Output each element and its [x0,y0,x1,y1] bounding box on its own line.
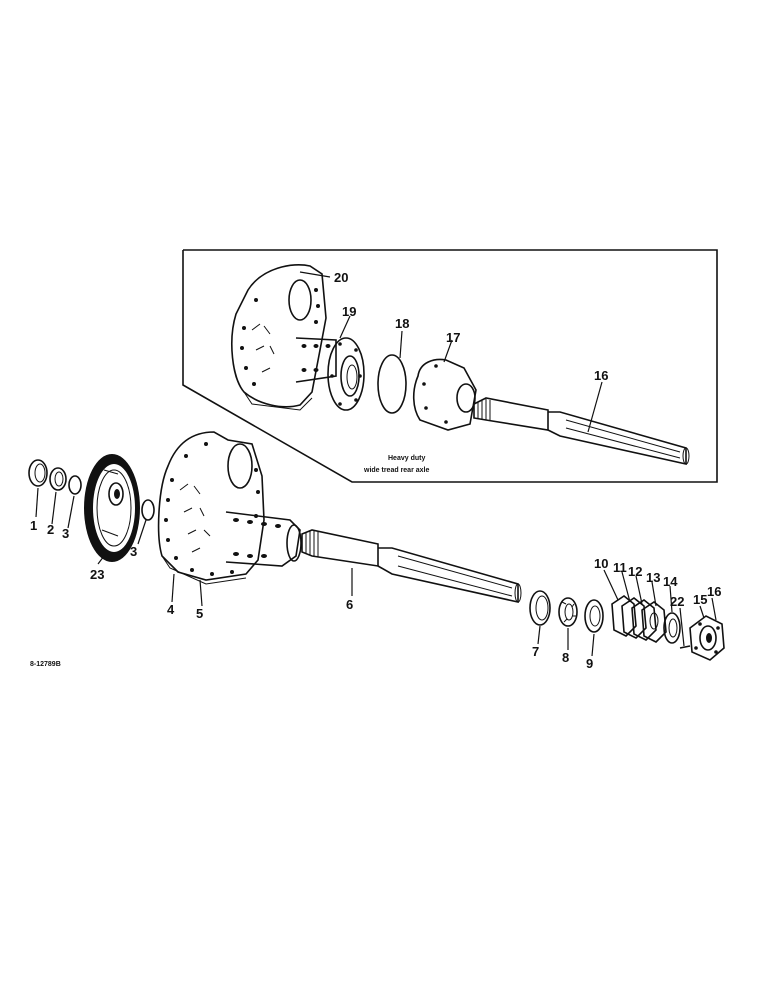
part-axle-shaft [301,529,522,603]
part-gasket [663,612,681,644]
inset-flange [327,337,365,411]
callout-11: 11 [613,560,627,575]
callout-22: 22 [670,594,684,609]
part-bearing-cup [28,459,48,487]
inset-bearing-cage [412,358,477,431]
callout-20: 19 [342,304,356,319]
part-bolt [679,645,691,649]
part-bull-gear [84,454,140,562]
callout-8: 8 [562,650,569,665]
callout-13: 13 [646,570,660,585]
callout-numbers: 20 19 18 17 16 1 2 3 3 23 4 5 6 7 8 9 10… [30,270,721,671]
callout-10: 10 [594,556,608,571]
callout-12: 12 [628,564,642,579]
callout-23: 23 [90,567,104,582]
part-retainer-cap [689,615,725,661]
part-bearing-cone [49,467,67,491]
callout-6: 6 [346,597,353,612]
callout-14: 14 [663,574,678,589]
callout-1: 1 [30,518,37,533]
callout-3-b: 3 [130,544,137,559]
inset-axle-shaft [473,397,690,465]
part-lock-nut [558,597,578,627]
part-final-drive-housing [157,431,302,585]
drawing-code: 8-12789B [30,661,61,668]
inset-caption-line2: wide tread rear axle [363,467,429,474]
callout-5: 5 [196,606,203,621]
callout-15: 15 [693,592,707,607]
part-snap-ring-b [141,499,155,521]
inset-border [182,249,718,483]
inset-axle-housing [231,264,337,411]
part-seal [529,590,551,626]
callout-17: 16 [594,368,608,383]
leader-lines [35,271,717,657]
inset-panel: Heavy duty wide tread rear axle [182,249,718,483]
callout-7: 7 [532,644,539,659]
callout-9: 9 [586,656,593,671]
callout-19: 18 [395,316,409,331]
callout-18: 17 [446,330,460,345]
callout-21: 20 [334,270,348,285]
callout-3-a: 3 [62,526,69,541]
callout-4: 4 [167,602,175,617]
part-washer [584,599,604,633]
inset-caption-line1: Heavy duty [388,455,425,462]
inset-o-ring [377,354,407,414]
part-snap-ring-a [68,475,82,495]
callout-2: 2 [47,522,54,537]
callout-16: 16 [707,584,721,599]
part-shim-stack [611,595,667,643]
